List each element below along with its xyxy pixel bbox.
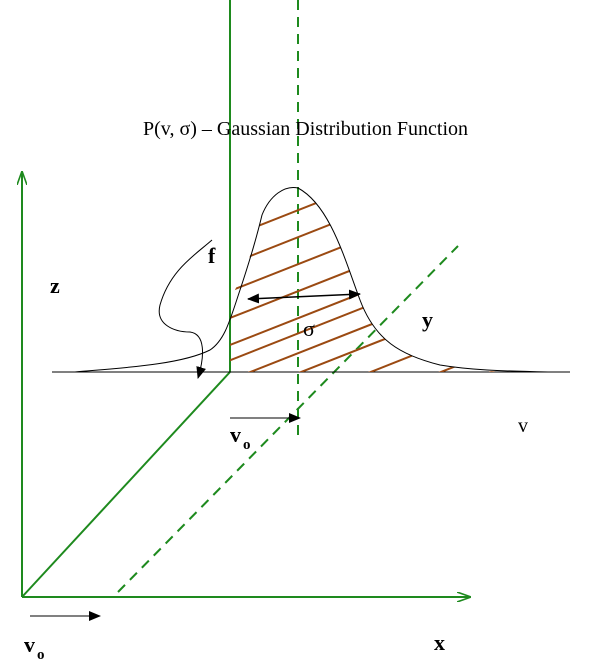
- f-pointer-curve: [158, 239, 213, 379]
- distribution-title: P(v, σ) – Gaussian Distribution Function: [143, 118, 468, 140]
- v0-label-bottom: v o: [24, 632, 45, 663]
- z-axis-label: z: [50, 273, 60, 298]
- sigma-label: σ: [303, 316, 315, 341]
- y-axis-dashed: [117, 245, 459, 593]
- svg-text:v: v: [24, 632, 35, 657]
- svg-text:v: v: [230, 422, 241, 447]
- x-axis-label: x: [434, 630, 445, 655]
- hatched-region: [230, 187, 520, 372]
- svg-text:o: o: [37, 647, 45, 663]
- sigma-width-arrow: [247, 289, 361, 304]
- v0-label-top: v o: [230, 422, 251, 453]
- v0-vector-line: [21, 371, 231, 598]
- y-axis-label: y: [422, 307, 433, 332]
- svg-text:o: o: [243, 437, 251, 453]
- gaussian-curve: [74, 186, 549, 373]
- v-axis-label: v: [518, 415, 528, 437]
- f-label: f: [208, 243, 216, 268]
